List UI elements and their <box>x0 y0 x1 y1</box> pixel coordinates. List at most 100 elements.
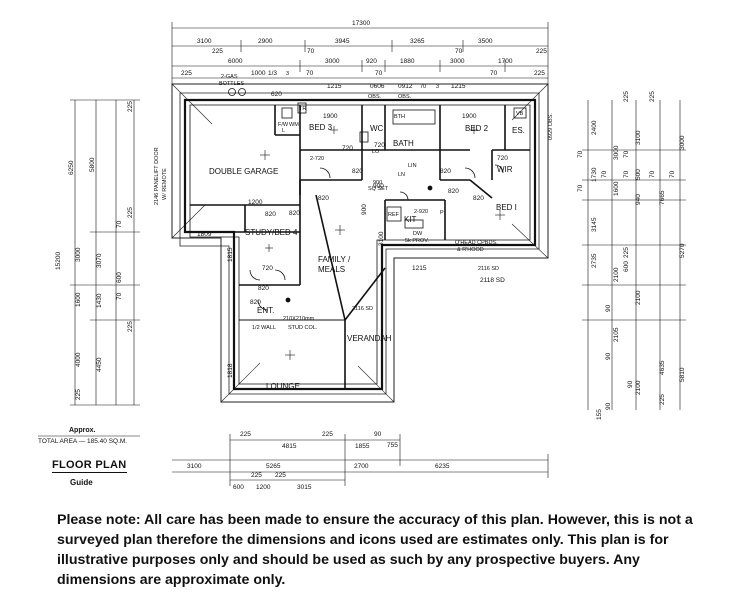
svg-text:5k PROV.: 5k PROV. <box>405 238 429 244</box>
svg-text:1200: 1200 <box>248 199 263 206</box>
svg-text:70: 70 <box>307 48 315 55</box>
svg-text:225: 225 <box>623 91 630 102</box>
svg-text:900: 900 <box>373 180 382 186</box>
svg-text:820: 820 <box>440 168 451 175</box>
svg-text:1/3: 1/3 <box>268 70 277 77</box>
svg-text:15200: 15200 <box>55 252 62 270</box>
svg-text:0912: 0912 <box>398 83 413 90</box>
room-label-bed2: BED 2 <box>465 124 489 133</box>
svg-text:1855: 1855 <box>355 443 370 450</box>
svg-text:70: 70 <box>420 84 426 90</box>
room-labels: DOUBLE GARAGE BED 3 WC BATH BED 2 ES. WI… <box>209 123 525 391</box>
svg-text:0929 OBS.: 0929 OBS. <box>548 113 554 140</box>
svg-text:1215: 1215 <box>451 83 466 90</box>
roof-outline <box>171 83 549 403</box>
plan-notes: 2-GAS BOTTLES 2146 PANELIFT DOOR W/ REMO… <box>154 74 524 331</box>
svg-text:OBS.: OBS. <box>398 94 412 100</box>
svg-text:900: 900 <box>361 204 368 215</box>
svg-text:STUD COL.: STUD COL. <box>288 325 318 331</box>
svg-text:70: 70 <box>455 48 463 55</box>
svg-text:6250: 6250 <box>68 160 75 175</box>
svg-text:820: 820 <box>250 299 261 306</box>
svg-text:3000: 3000 <box>325 58 340 65</box>
svg-text:70: 70 <box>116 220 123 228</box>
svg-text:720: 720 <box>374 142 385 149</box>
svg-text:70: 70 <box>623 150 630 158</box>
room-label-garage: DOUBLE GARAGE <box>209 167 278 176</box>
svg-text:3000: 3000 <box>613 145 620 160</box>
svg-text:820: 820 <box>448 188 459 195</box>
room-label-wir: WIR <box>497 165 513 174</box>
svg-text:2146 PANELIFT DOOR: 2146 PANELIFT DOOR <box>154 147 160 205</box>
svg-text:4635: 4635 <box>659 360 666 375</box>
svg-text:1815: 1815 <box>227 247 234 262</box>
room-label-ensuite: ES. <box>512 126 525 135</box>
svg-text:1600: 1600 <box>613 181 620 196</box>
svg-text:OBS.: OBS. <box>368 94 382 100</box>
svg-text:225: 225 <box>649 91 656 102</box>
svg-text:2100: 2100 <box>635 380 642 395</box>
svg-text:1430: 1430 <box>96 293 103 308</box>
svg-text:90: 90 <box>605 402 612 410</box>
svg-text:720: 720 <box>262 265 273 272</box>
room-label-kitchen: KIT <box>404 215 417 224</box>
svg-text:3100: 3100 <box>187 463 202 470</box>
svg-text:70: 70 <box>490 70 498 77</box>
dimension-text-interior: 720 720 720 1200 820 820 820 820 820 820… <box>248 142 508 306</box>
svg-text:70: 70 <box>669 170 676 178</box>
svg-text:3: 3 <box>436 84 439 90</box>
svg-text:70: 70 <box>577 150 584 158</box>
svg-text:225: 225 <box>212 48 223 55</box>
svg-text:225: 225 <box>251 472 262 479</box>
svg-text:2400: 2400 <box>591 120 598 135</box>
fixtures <box>228 88 527 360</box>
room-label-bath: BATH <box>393 139 414 148</box>
exterior-walls <box>183 98 537 391</box>
svg-text:F/W: F/W <box>278 122 289 128</box>
svg-text:225: 225 <box>275 472 286 479</box>
svg-text:2100: 2100 <box>635 290 642 305</box>
svg-text:5270: 5270 <box>679 243 686 258</box>
svg-text:2-GAS: 2-GAS <box>221 74 238 80</box>
svg-text:O'HEAD CPBDS.: O'HEAD CPBDS. <box>455 240 498 246</box>
dimension-text-left: 15200 6250 3000 1600 4000 5800 3070 1430… <box>55 101 234 400</box>
svg-text:225: 225 <box>127 101 134 112</box>
room-label-family: FAMILY / <box>318 255 351 264</box>
svg-text:4000: 4000 <box>75 352 82 367</box>
dimension-lines <box>38 22 686 486</box>
svg-text:2-720: 2-720 <box>310 156 324 162</box>
svg-text:820: 820 <box>473 195 484 202</box>
svg-text:BOTTLES: BOTTLES <box>219 81 244 87</box>
svg-text:225: 225 <box>536 48 547 55</box>
svg-text:225: 225 <box>75 389 82 400</box>
svg-text:1880: 1880 <box>400 58 415 65</box>
svg-text:0606: 0606 <box>370 83 385 90</box>
svg-text:2900: 2900 <box>258 38 273 45</box>
floor-plan-drawing: DOUBLE GARAGE BED 3 WC BATH BED 2 ES. WI… <box>38 20 686 491</box>
svg-text:820: 820 <box>265 211 276 218</box>
svg-text:600: 600 <box>233 484 244 491</box>
svg-text:900: 900 <box>373 183 384 190</box>
svg-text:3100: 3100 <box>378 231 385 246</box>
svg-text:3000: 3000 <box>450 58 465 65</box>
svg-text:3000: 3000 <box>75 247 82 262</box>
svg-text:90: 90 <box>374 431 382 438</box>
svg-text:70: 70 <box>601 170 608 178</box>
svg-text:6235: 6235 <box>435 463 450 470</box>
room-label-bed3: BED 3 <box>309 123 333 132</box>
room-label-verandah: VERANDAH <box>347 334 392 343</box>
floor-plan-subtitle: Guide <box>70 478 93 487</box>
dimension-text-top: 17300 3100 2900 3945 3265 3500 225 70 70… <box>181 20 547 186</box>
svg-text:1215: 1215 <box>412 265 427 272</box>
svg-text:4815: 4815 <box>282 443 297 450</box>
svg-text:70: 70 <box>375 70 383 77</box>
svg-text:720: 720 <box>497 155 508 162</box>
floor-plan-title: FLOOR PLAN <box>52 459 127 473</box>
room-label-entry: ENT. <box>257 306 274 315</box>
svg-text:1215: 1215 <box>327 83 342 90</box>
svg-text:6000: 6000 <box>228 58 243 65</box>
svg-text:820: 820 <box>318 195 329 202</box>
svg-text:3: 3 <box>286 71 289 77</box>
svg-text:1000: 1000 <box>251 70 266 77</box>
svg-text:5800: 5800 <box>89 157 96 172</box>
